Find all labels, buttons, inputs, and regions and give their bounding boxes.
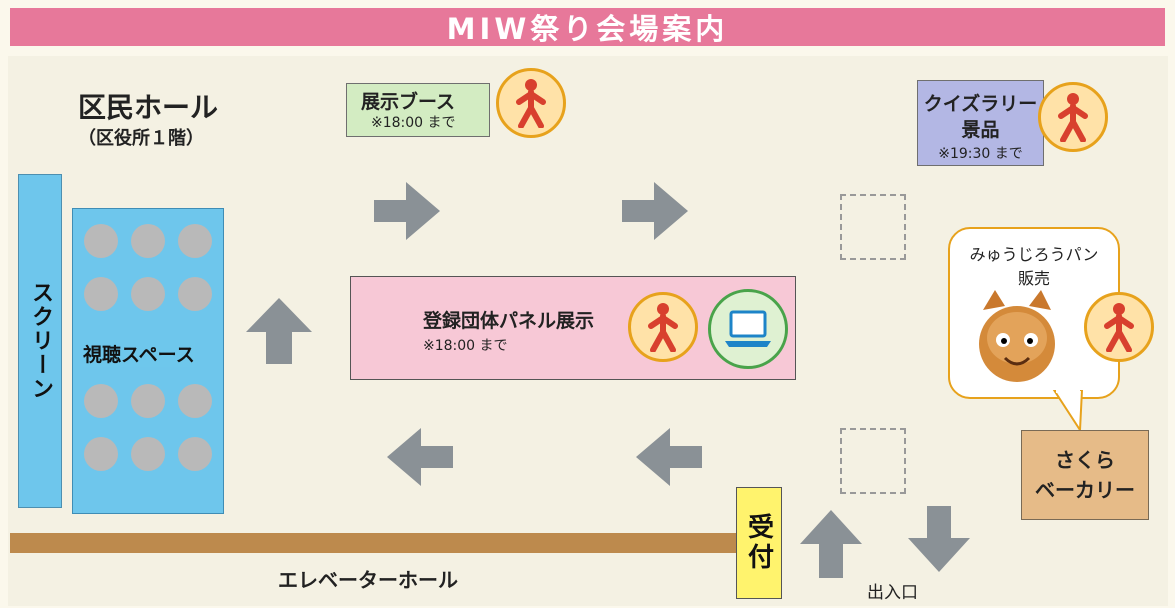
seat-icon (84, 224, 118, 258)
exhibit-booth: 展示ブース ※18:00 まで (346, 83, 490, 137)
screen-label: スクリーン (28, 281, 53, 401)
elevator-hall-bar (10, 533, 736, 553)
map-title: MIW祭り会場案内 (10, 8, 1165, 46)
mascot-bread-icon (979, 290, 1055, 382)
bread-label-line1: みゅうじろうパン (969, 245, 1099, 264)
bakery-line1: さくら (1055, 448, 1115, 472)
hall-title: 区民ホール (78, 91, 219, 124)
reception-desk: 受付 (736, 487, 782, 599)
walking-person-icon (1038, 82, 1108, 152)
booth-note: ※18:00 まで (371, 115, 456, 131)
arrow-up-icon (246, 298, 312, 364)
viewing-space: 視聴スペース (72, 208, 224, 514)
arrow-right-icon (622, 182, 688, 240)
elevator-hall-label: エレベーターホール (278, 568, 458, 592)
bakery-line2: ベーカリー (1035, 478, 1135, 502)
panel-title: 登録団体パネル展示 (423, 310, 595, 332)
quiz-note: ※19:30 まで (938, 146, 1023, 162)
arrow-left-icon (387, 428, 453, 486)
seat-icon (84, 384, 118, 418)
empty-space-marker (840, 194, 906, 260)
walking-person-icon (496, 68, 566, 138)
reception-label: 受付 (743, 513, 774, 573)
walking-person-icon (1084, 292, 1154, 362)
quiz-title-line1: クイズラリー (923, 93, 1038, 115)
panel-note: ※18:00 まで (423, 338, 508, 354)
entrance-label: 出入口 (867, 583, 918, 603)
booth-title: 展示ブース (361, 91, 456, 113)
seat-icon (84, 277, 118, 311)
arrow-up-icon (800, 510, 862, 578)
hall-subtitle: （区役所１階） (78, 128, 204, 149)
seat-icon (131, 277, 165, 311)
viewing-space-label: 視聴スペース (83, 340, 195, 367)
screen-area: スクリーン (18, 174, 62, 508)
empty-space-marker (840, 428, 906, 494)
speech-bubble-tail (1052, 390, 1084, 434)
seat-icon (131, 224, 165, 258)
bread-label-line2: 販売 (1017, 269, 1050, 288)
arrow-down-icon (908, 506, 970, 572)
arrow-left-icon (636, 428, 702, 486)
arrow-right-icon (374, 182, 440, 240)
seat-icon (178, 437, 212, 471)
walking-person-icon (628, 292, 698, 362)
seat-icon (84, 437, 118, 471)
laptop-icon (708, 289, 788, 369)
quiz-rally-prize: クイズラリー 景品 ※19:30 まで (917, 80, 1044, 166)
seat-icon (131, 437, 165, 471)
seat-icon (178, 277, 212, 311)
quiz-title-line2: 景品 (961, 119, 1000, 141)
seat-icon (178, 224, 212, 258)
seat-icon (131, 384, 165, 418)
seat-icon (178, 384, 212, 418)
sakura-bakery: さくら ベーカリー (1021, 430, 1149, 520)
